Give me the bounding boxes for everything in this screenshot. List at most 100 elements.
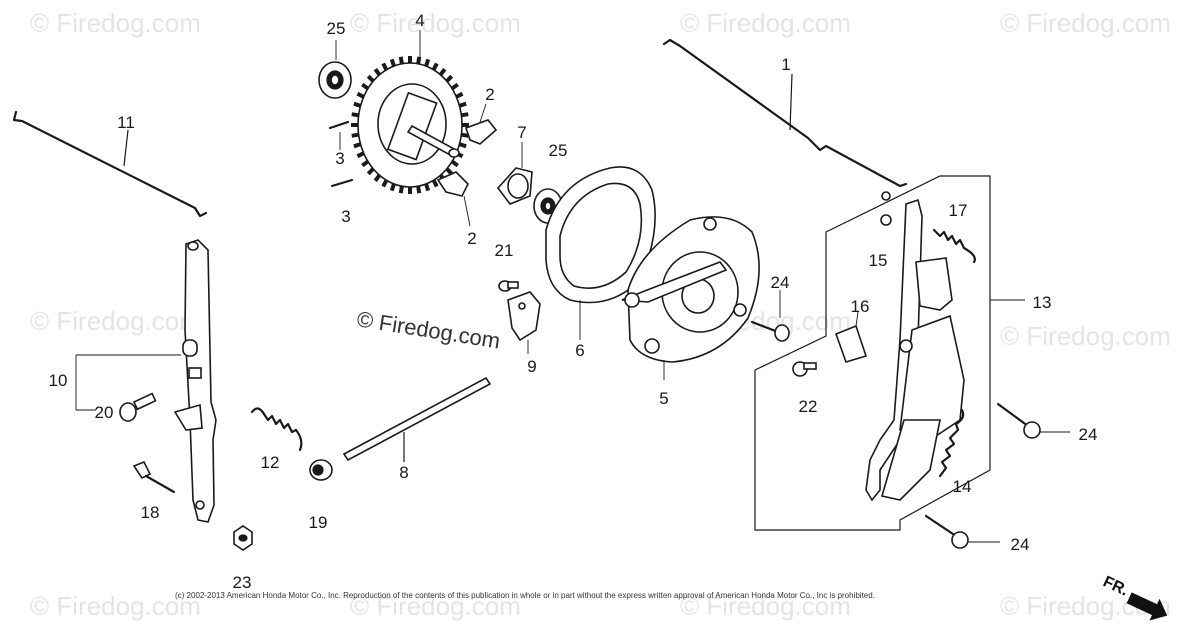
gear-tooth [424, 183, 431, 192]
gear-tooth [373, 173, 382, 182]
part-5-cover [621, 216, 760, 380]
part-8-shaft [342, 376, 492, 462]
part-24-bolt-right [996, 402, 1070, 439]
part-19-roller [309, 459, 333, 481]
part-label: 19 [309, 513, 328, 532]
part-labels: 25 4 2 3 3 7 25 2 21 9 6 5 1 11 10 20 12… [49, 11, 1098, 592]
part-label: 17 [949, 201, 968, 220]
part-3-pins [328, 120, 354, 188]
part-21-screw [498, 280, 519, 292]
part-7-cam [496, 142, 533, 205]
watermark-tiles: © Firedog.com © Firedog.com © Firedog.co… [30, 8, 1171, 621]
part-9-bracket [507, 291, 541, 354]
watermark-tile: © Firedog.com [350, 8, 521, 38]
watermark-tile: © Firedog.com [30, 591, 201, 621]
gear-tooth [351, 132, 359, 138]
part-6-gasket [545, 166, 656, 340]
part-label: 15 [869, 251, 888, 270]
copyright-notice: (c) 2002-2013 American Honda Motor Co., … [175, 591, 875, 600]
part-label: 7 [517, 123, 526, 142]
part-label: 8 [399, 463, 408, 482]
part-label: 4 [415, 11, 424, 30]
gear-tooth [398, 56, 404, 65]
watermark-tile: © Firedog.com [680, 591, 851, 621]
part-24-bolt-upper [750, 290, 790, 342]
part-label: 22 [799, 397, 818, 416]
gear-tooth [450, 159, 459, 168]
gear-tooth [366, 74, 375, 83]
part-label: 3 [335, 149, 344, 168]
part-11-rod [12, 110, 208, 218]
part-label: 12 [261, 453, 280, 472]
part-16-clip [834, 311, 868, 363]
gear-tooth [431, 62, 439, 71]
watermark-main: © Firedog.com [355, 306, 502, 353]
gear-tooth [461, 132, 469, 138]
gear-tooth [366, 167, 375, 176]
part-label: 6 [575, 341, 584, 360]
part-18-pin [132, 460, 176, 494]
gear-tooth [353, 142, 362, 149]
part-label: 23 [233, 573, 252, 592]
gear-tooth [389, 58, 396, 67]
gear-tooth [458, 142, 467, 149]
part-14-spring [938, 408, 965, 478]
part-label: 2 [485, 85, 494, 104]
watermark-tile: © Firedog.com [680, 8, 851, 38]
gear-tooth [458, 101, 467, 108]
part-label: 25 [549, 141, 568, 160]
part-12-spring [250, 407, 303, 452]
part-label: 24 [1079, 425, 1098, 444]
gear-tooth [450, 82, 459, 91]
part-label: 10 [49, 371, 68, 390]
gear-tooth [351, 112, 359, 118]
part-label: 20 [95, 403, 114, 422]
part-25-bearing-top [318, 40, 352, 99]
gear-tooth [361, 82, 370, 91]
watermark-tile: © Firedog.com [1000, 8, 1171, 38]
part-label: 5 [659, 389, 668, 408]
part-24-bolt-lower [924, 514, 1000, 549]
gear-tooth [381, 62, 389, 71]
part-label: 3 [341, 207, 350, 226]
gear-tooth [353, 101, 362, 108]
gear-tooth [416, 56, 422, 65]
gear-tooth [373, 68, 382, 77]
part-label: 24 [771, 273, 790, 292]
gear-tooth [445, 74, 454, 83]
gear-tooth [398, 185, 404, 194]
watermark-tile: © Firedog.com [350, 591, 521, 621]
direction-arrow-icon [1126, 592, 1168, 621]
gear-tooth [416, 185, 422, 194]
part-label: 1 [781, 55, 790, 74]
gear-tooth [455, 91, 464, 99]
gear-tooth [424, 58, 431, 67]
part-17-spring [932, 228, 976, 264]
gear-tooth [445, 167, 454, 176]
part-label: 14 [953, 477, 972, 496]
gear-tooth [381, 179, 389, 188]
watermark-tile: © Firedog.com [30, 8, 201, 38]
gear-tooth [356, 151, 365, 159]
part-label: 16 [851, 297, 870, 316]
part-22-screw [792, 361, 817, 377]
part-4-gear [351, 30, 469, 194]
part-label: 13 [1033, 293, 1052, 312]
part-label: 18 [141, 503, 160, 522]
gear-tooth [361, 159, 370, 168]
gear-tooth [461, 112, 469, 118]
gear-tooth [389, 183, 396, 192]
watermark-tile: © Firedog.com [30, 306, 201, 336]
gear-tooth [431, 179, 439, 188]
gear-tooth [356, 91, 365, 99]
part-label: 11 [117, 113, 135, 132]
part-23-nut [233, 525, 253, 551]
part-label: 25 [327, 19, 346, 38]
part-label: 2 [467, 229, 476, 248]
part-15-screw [880, 214, 892, 226]
part-2-clips [436, 103, 498, 227]
watermark-tile: © Firedog.com [1000, 321, 1171, 351]
part-1-rod [662, 38, 908, 188]
part-13-assembly [754, 175, 1025, 531]
